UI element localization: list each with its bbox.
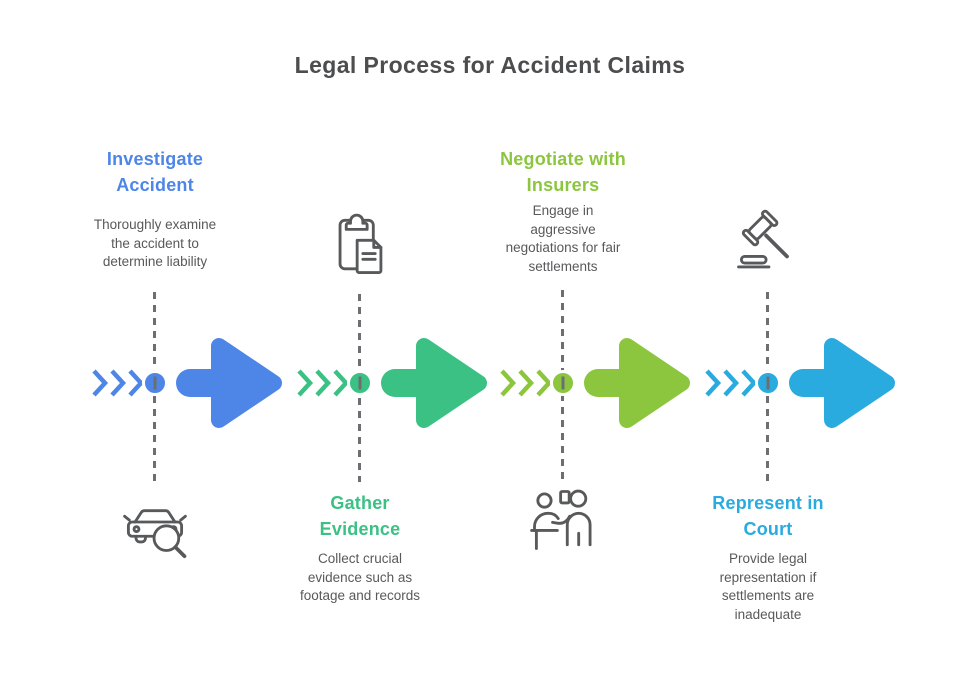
negotiation-icon: [525, 482, 601, 558]
step-description: Collect crucial evidence such as footage…: [299, 551, 421, 603]
big-arrow-icon: [579, 333, 695, 433]
big-arrow-icon: [376, 333, 492, 433]
big-arrow-icon: [171, 333, 287, 433]
arrow-graphic: [498, 333, 695, 433]
chevrons-icon: [90, 367, 148, 399]
chevrons-icon: [295, 367, 353, 399]
step-description: Engage in aggressive negotiations for fa…: [505, 203, 621, 274]
arrow-graphic: [295, 333, 492, 433]
step-title: Represent in Court: [712, 493, 824, 539]
step-title: Investigate Accident: [106, 149, 204, 195]
arrow-graphic: [90, 333, 287, 433]
step-description: Thoroughly examine the accident to deter…: [93, 217, 217, 269]
step-title: Negotiate with Insurers: [500, 149, 626, 195]
car-search-icon: [117, 484, 193, 560]
gavel-icon: [730, 208, 806, 284]
arrow-graphic: [703, 333, 900, 433]
page-title: Legal Process for Accident Claims: [294, 52, 686, 78]
chevrons-icon: [703, 367, 761, 399]
clipboard-icon: [322, 208, 398, 284]
big-arrow-icon: [784, 333, 900, 433]
step-description: Provide legal representation if settleme…: [719, 551, 817, 622]
step-title: Gather Evidence: [319, 493, 401, 539]
chevrons-icon: [498, 367, 556, 399]
